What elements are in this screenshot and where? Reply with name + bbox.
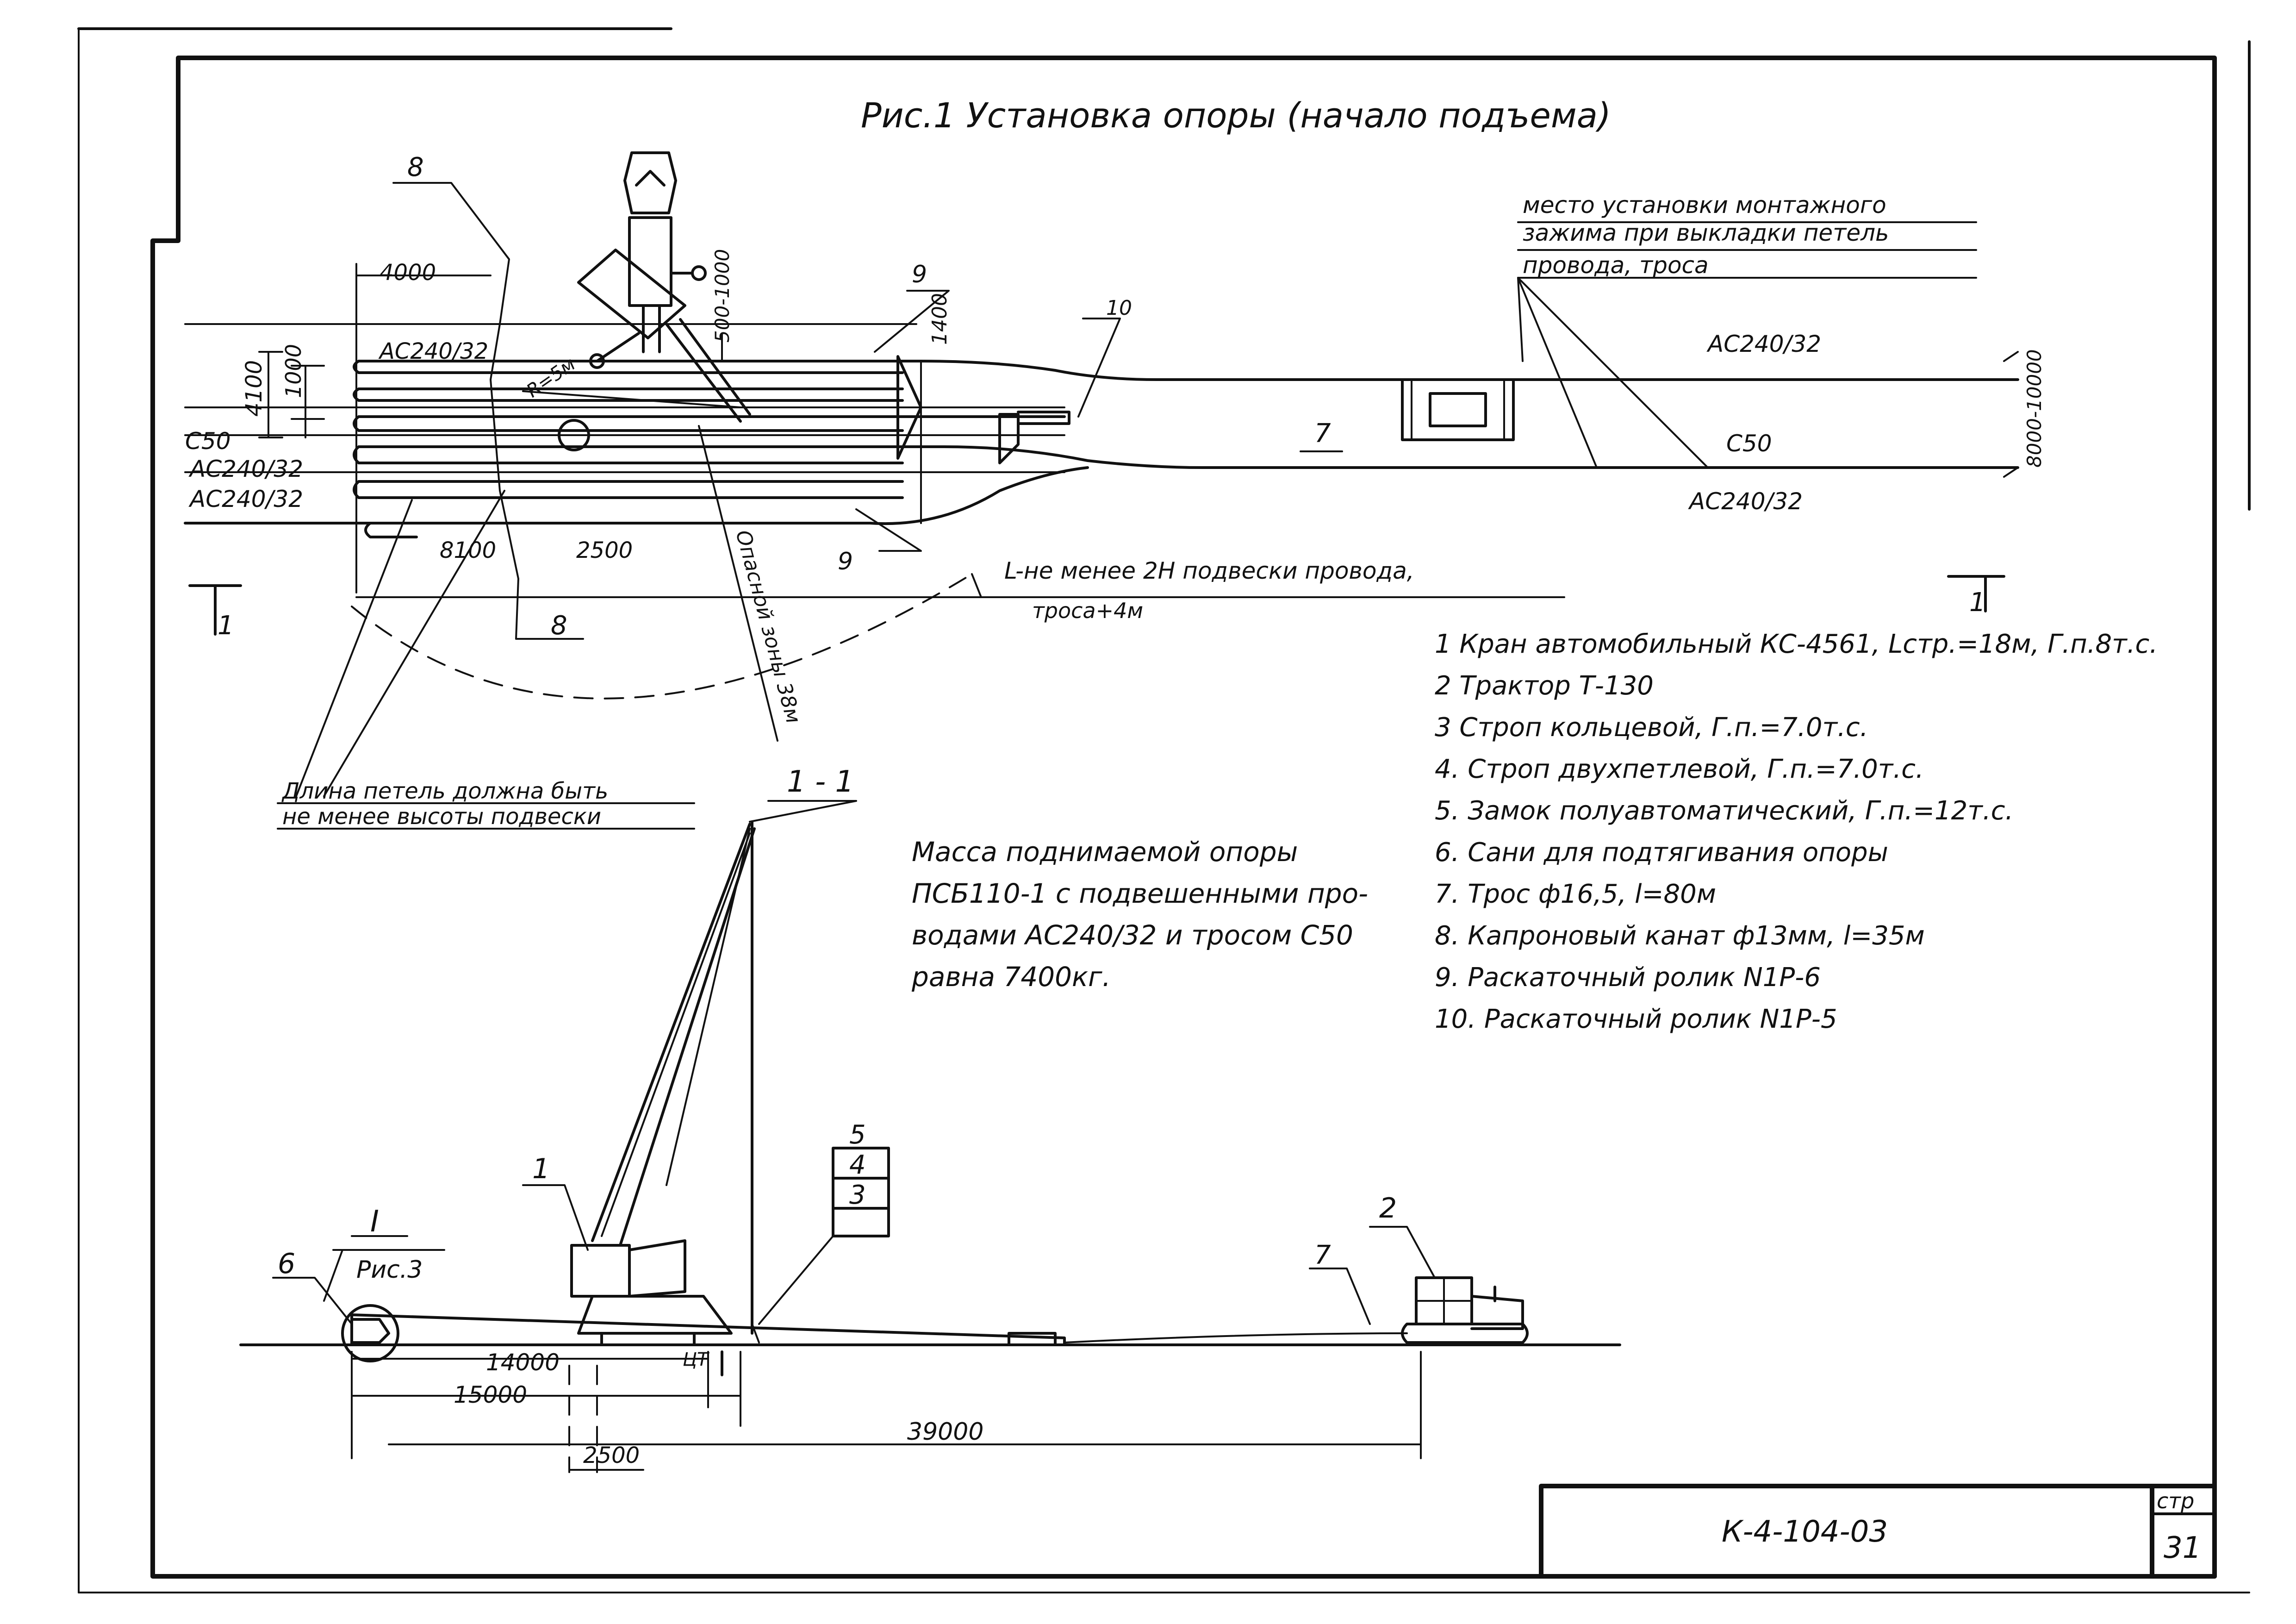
callout-8-bot: 8	[551, 611, 567, 641]
document-code: К-4-104-03	[1722, 1515, 1888, 1549]
dim-39000: 39000	[907, 1418, 983, 1446]
l-note-line2: троса+4м	[1032, 598, 1143, 623]
section-mark-left: 1	[218, 611, 234, 641]
detail-number: I	[370, 1205, 379, 1239]
legend-item-1: 1 Кран автомобильный КС-4561, Lстр.=18м,…	[1435, 629, 2158, 659]
callout-2: 2	[1379, 1192, 1397, 1224]
drawing-title: Рис.1 Установка опоры (начало подъема)	[861, 96, 1611, 136]
loop-note-line2: не менее высоты подвески	[282, 804, 601, 830]
callout-9-top: 9	[912, 261, 927, 288]
detail-reference: Рис.3	[356, 1256, 423, 1284]
side-labels: 1 2 5 4 3 6 7 I Рис.3 14000 15000 39000 …	[278, 1120, 1397, 1468]
callout-9-bot: 9	[838, 548, 853, 575]
dim-500-1000: 500-1000	[711, 249, 734, 343]
wire-label-ac-bot: АС240/32	[188, 486, 303, 512]
legend-item-5: 5. Замок полуавтоматический, Г.п.=12т.с.	[1435, 796, 2013, 826]
ct-label: ЦТ	[683, 1349, 710, 1370]
wire-label-c50: С50	[185, 428, 231, 455]
section-title: 1 - 1	[787, 765, 854, 799]
title-block: К-4-104-03 стр 31	[1539, 1484, 2217, 1579]
l-note-line1: L-не менее 2Н подвески провода,	[1004, 557, 1414, 584]
wire-label-c50-right: С50	[1726, 430, 1772, 457]
callout-3: 3	[849, 1180, 866, 1210]
section-mark-right: 1	[1969, 587, 1986, 618]
mass-note-line1: Масса поднимаемой опоры	[912, 836, 1298, 868]
dim-1000: 1000	[281, 344, 306, 398]
mass-note-line4: равна 7400кг.	[911, 961, 1111, 993]
legend-item-6: 6. Сани для подтягивания опоры	[1435, 837, 1888, 868]
dim-1400: 1400	[928, 293, 952, 345]
legend-item-2: 2 Трактор Т-130	[1435, 671, 1654, 701]
wire-label-ac-right-bot: АС240/32	[1688, 488, 1803, 515]
callout-5: 5	[849, 1120, 866, 1150]
page-label: стр	[2157, 1488, 2194, 1513]
mass-note: Масса поднимаемой опоры ПСБ110-1 с подве…	[911, 836, 1368, 993]
mass-note-line2: ПСБ110-1 с подвешенными про-	[912, 878, 1368, 909]
clamp-note-line1: место установки монтажного	[1523, 192, 1886, 219]
sheet-frame	[77, 27, 2251, 1593]
legend: 1 Кран автомобильный КС-4561, Lстр.=18м,…	[1435, 629, 2158, 1034]
danger-zone-label: Опасной зоны 38м	[731, 528, 805, 726]
callout-10: 10	[1106, 296, 1132, 320]
legend-item-4: 4. Строп двухпетлевой, Г.п.=7.0т.с.	[1435, 754, 1924, 784]
wire-label-ac-top: АС240/32	[378, 338, 488, 364]
legend-item-8: 8. Капроновый канат ф13мм, l=35м	[1435, 921, 1925, 951]
mass-note-line3: водами АС240/32 и тросом С50	[912, 919, 1353, 951]
callout-7-bot: 7	[1314, 1240, 1331, 1270]
dim-4000: 4000	[380, 260, 436, 286]
dim-15000: 15000	[454, 1381, 527, 1408]
callout-4: 4	[849, 1150, 866, 1180]
plan-view	[184, 151, 2019, 830]
legend-item-3: 3 Строп кольцевой, Г.п.=7.0т.с.	[1435, 712, 1868, 743]
callout-1: 1	[532, 1153, 550, 1185]
callout-8-top: 8	[407, 152, 424, 182]
callout-7-top: 7	[1314, 418, 1331, 449]
callout-6: 6	[278, 1248, 295, 1280]
dim-2500-bot: 2500	[583, 1443, 640, 1468]
clamp-note-line2: зажима при выкладки петель	[1523, 219, 1889, 246]
legend-item-9: 9. Раскаточный ролик N1Р-6	[1435, 962, 1821, 993]
wire-label-ac-right-top: АС240/32	[1706, 331, 1821, 357]
dim-14000: 14000	[486, 1349, 560, 1376]
clamp-note-line3: провода, троса	[1523, 252, 1709, 279]
dim-4100: 4100	[241, 360, 267, 417]
legend-item-10: 10. Раскаточный ролик N1Р-5	[1435, 1004, 1837, 1034]
dim-8000-10000: 8000-10000	[2023, 349, 2046, 468]
wire-label-ac-mid: АС240/32	[188, 456, 303, 482]
loop-note-line1: Длина петель должна быть	[281, 778, 608, 804]
side-view: 1 - 1	[239, 765, 1621, 1473]
dim-2500-top: 2500	[576, 537, 633, 563]
page-number: 31	[2164, 1531, 2201, 1565]
legend-item-7: 7. Трос ф16,5, l=80м	[1435, 879, 1716, 909]
dim-8100: 8100	[440, 537, 496, 563]
